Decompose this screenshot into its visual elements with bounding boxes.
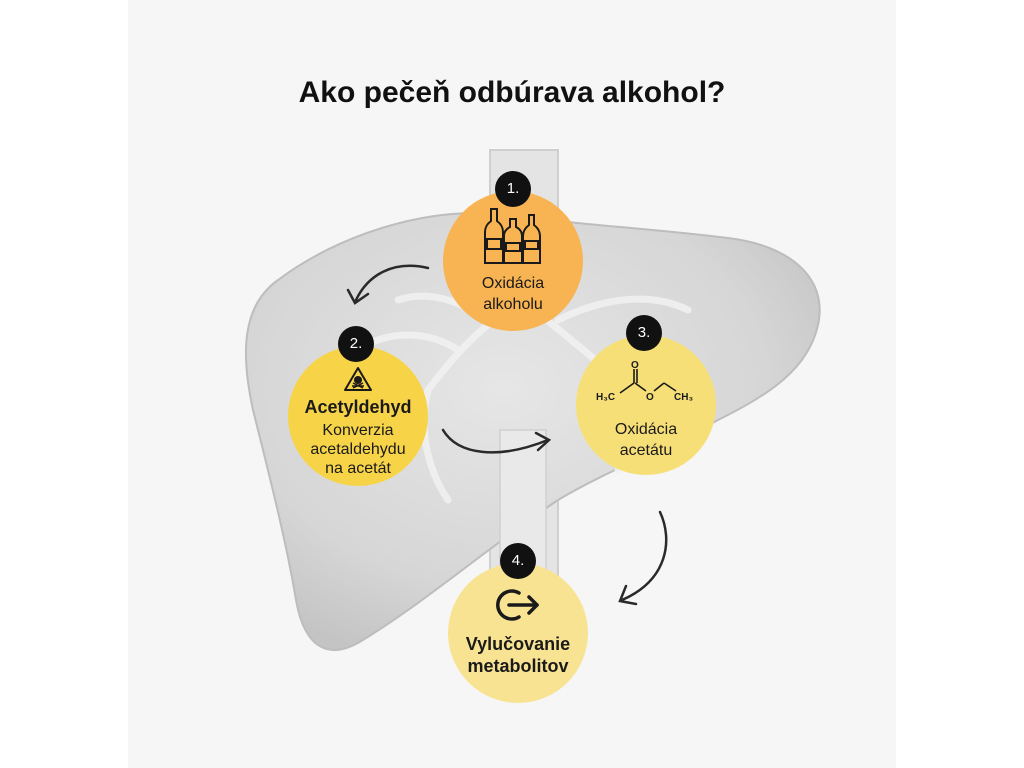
step-2-circle: 2. Acetyldehyd Konverzia acetaldehydu na… [288,326,428,486]
step-4-circle: 4. Vylučovanie metabolitov [448,543,588,703]
step-1-badge: 1. [495,171,531,207]
arrow-3-to-4-head [618,584,638,606]
step-2-badge: 2. [338,326,374,362]
arrow-3-to-4 [620,510,668,602]
step-2-label-line-3: na acetát [325,460,391,477]
diagram-canvas: Ako pečeň odbúrava alkohol? 1. Oxidácia … [128,0,896,768]
step-2-label-line-2: acetaldehydu [310,441,406,458]
step-4-badge: 4. [500,543,536,579]
arrow-2-to-3 [441,428,550,454]
step-3-label-line-2: acetátu [619,442,673,459]
step-1-circle: 1. Oxidácia alkoholu [443,171,583,331]
step-1-label-line-2: alkoholu [483,296,543,313]
bottles-icon [484,208,541,264]
molecule-right-group: CH₃ [674,392,693,403]
step-2-label-line-1: Konverzia [322,422,394,439]
molecule-oxygen-mid: O [646,392,654,403]
step-4-heading-line-1: Vylučovanie [465,634,571,654]
exit-arrow-icon [496,589,539,621]
step-2-heading: Acetyldehyd [304,397,412,417]
molecule-oxygen-top: O [631,360,639,371]
ethyl-acetate-structure-icon: H₃C O O CH₃ [596,360,693,403]
arrow-1-to-2 [354,264,430,302]
arrow-1-to-2-head [346,288,370,305]
step-1-label-line-1: Oxidácia [481,275,545,292]
hazard-skull-icon [344,367,372,391]
step-3-label-line-1: Oxidácia [614,421,678,438]
step-3-circle: 3. H₃C O O CH₃ Oxidácia acetátu [576,315,716,475]
page-title: Ako pečeň odbúrava alkohol? [298,76,726,109]
step-3-badge: 3. [626,315,662,351]
step-4-heading-line-2: metabolitov [467,656,569,676]
molecule-left-group: H₃C [596,392,615,403]
arrow-2-to-3-head [534,431,552,452]
